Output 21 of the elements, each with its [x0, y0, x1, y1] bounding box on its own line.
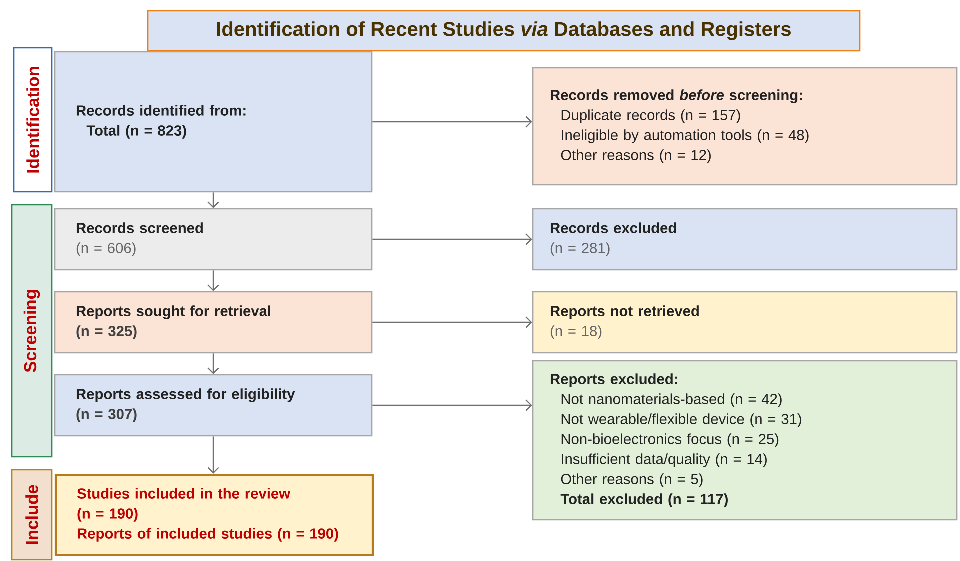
arrow	[208, 270, 220, 292]
process-box: Records excluded (n = 281)	[532, 208, 958, 271]
arrow	[372, 116, 532, 128]
phase-band: Screening	[11, 204, 53, 458]
title-box: Identification of Recent Studies via Databases and Registers	[147, 10, 861, 52]
arrow	[372, 316, 532, 328]
arrow	[208, 436, 220, 474]
process-box: Studies included in the review (n = 190) Reports of included studies (n = 190)	[54, 474, 374, 556]
process-box: Reports assessed for eligibility (n = 307)	[54, 374, 373, 437]
process-box: Records screened (n = 606)	[54, 208, 373, 271]
arrow	[208, 354, 220, 374]
phase-band: Include	[11, 469, 53, 561]
process-box: Reports sought for retrieval (n = 325)	[54, 291, 373, 354]
process-box: Reports excluded: Not nanomaterials-based (n = 42) Not wearable/flexible device (n = 31) Non-bioelectronics focus (n = 25) Insufficient data/quality (n = 14) Other reasons (n = 5) Total excluded (n = 117)	[532, 360, 958, 521]
process-box: Records identified from: Total (n = 823)	[54, 51, 373, 193]
process-box: Records removed before screening: Duplicate records (n = 157) Ineligible by automation tools (n = 48) Other reasons (n = 12)	[532, 67, 958, 186]
phase-band: Identification	[13, 47, 53, 193]
arrow	[372, 400, 532, 412]
arrow	[372, 234, 532, 246]
process-box: Reports not retrieved (n = 18)	[532, 291, 958, 354]
arrow	[208, 192, 220, 208]
